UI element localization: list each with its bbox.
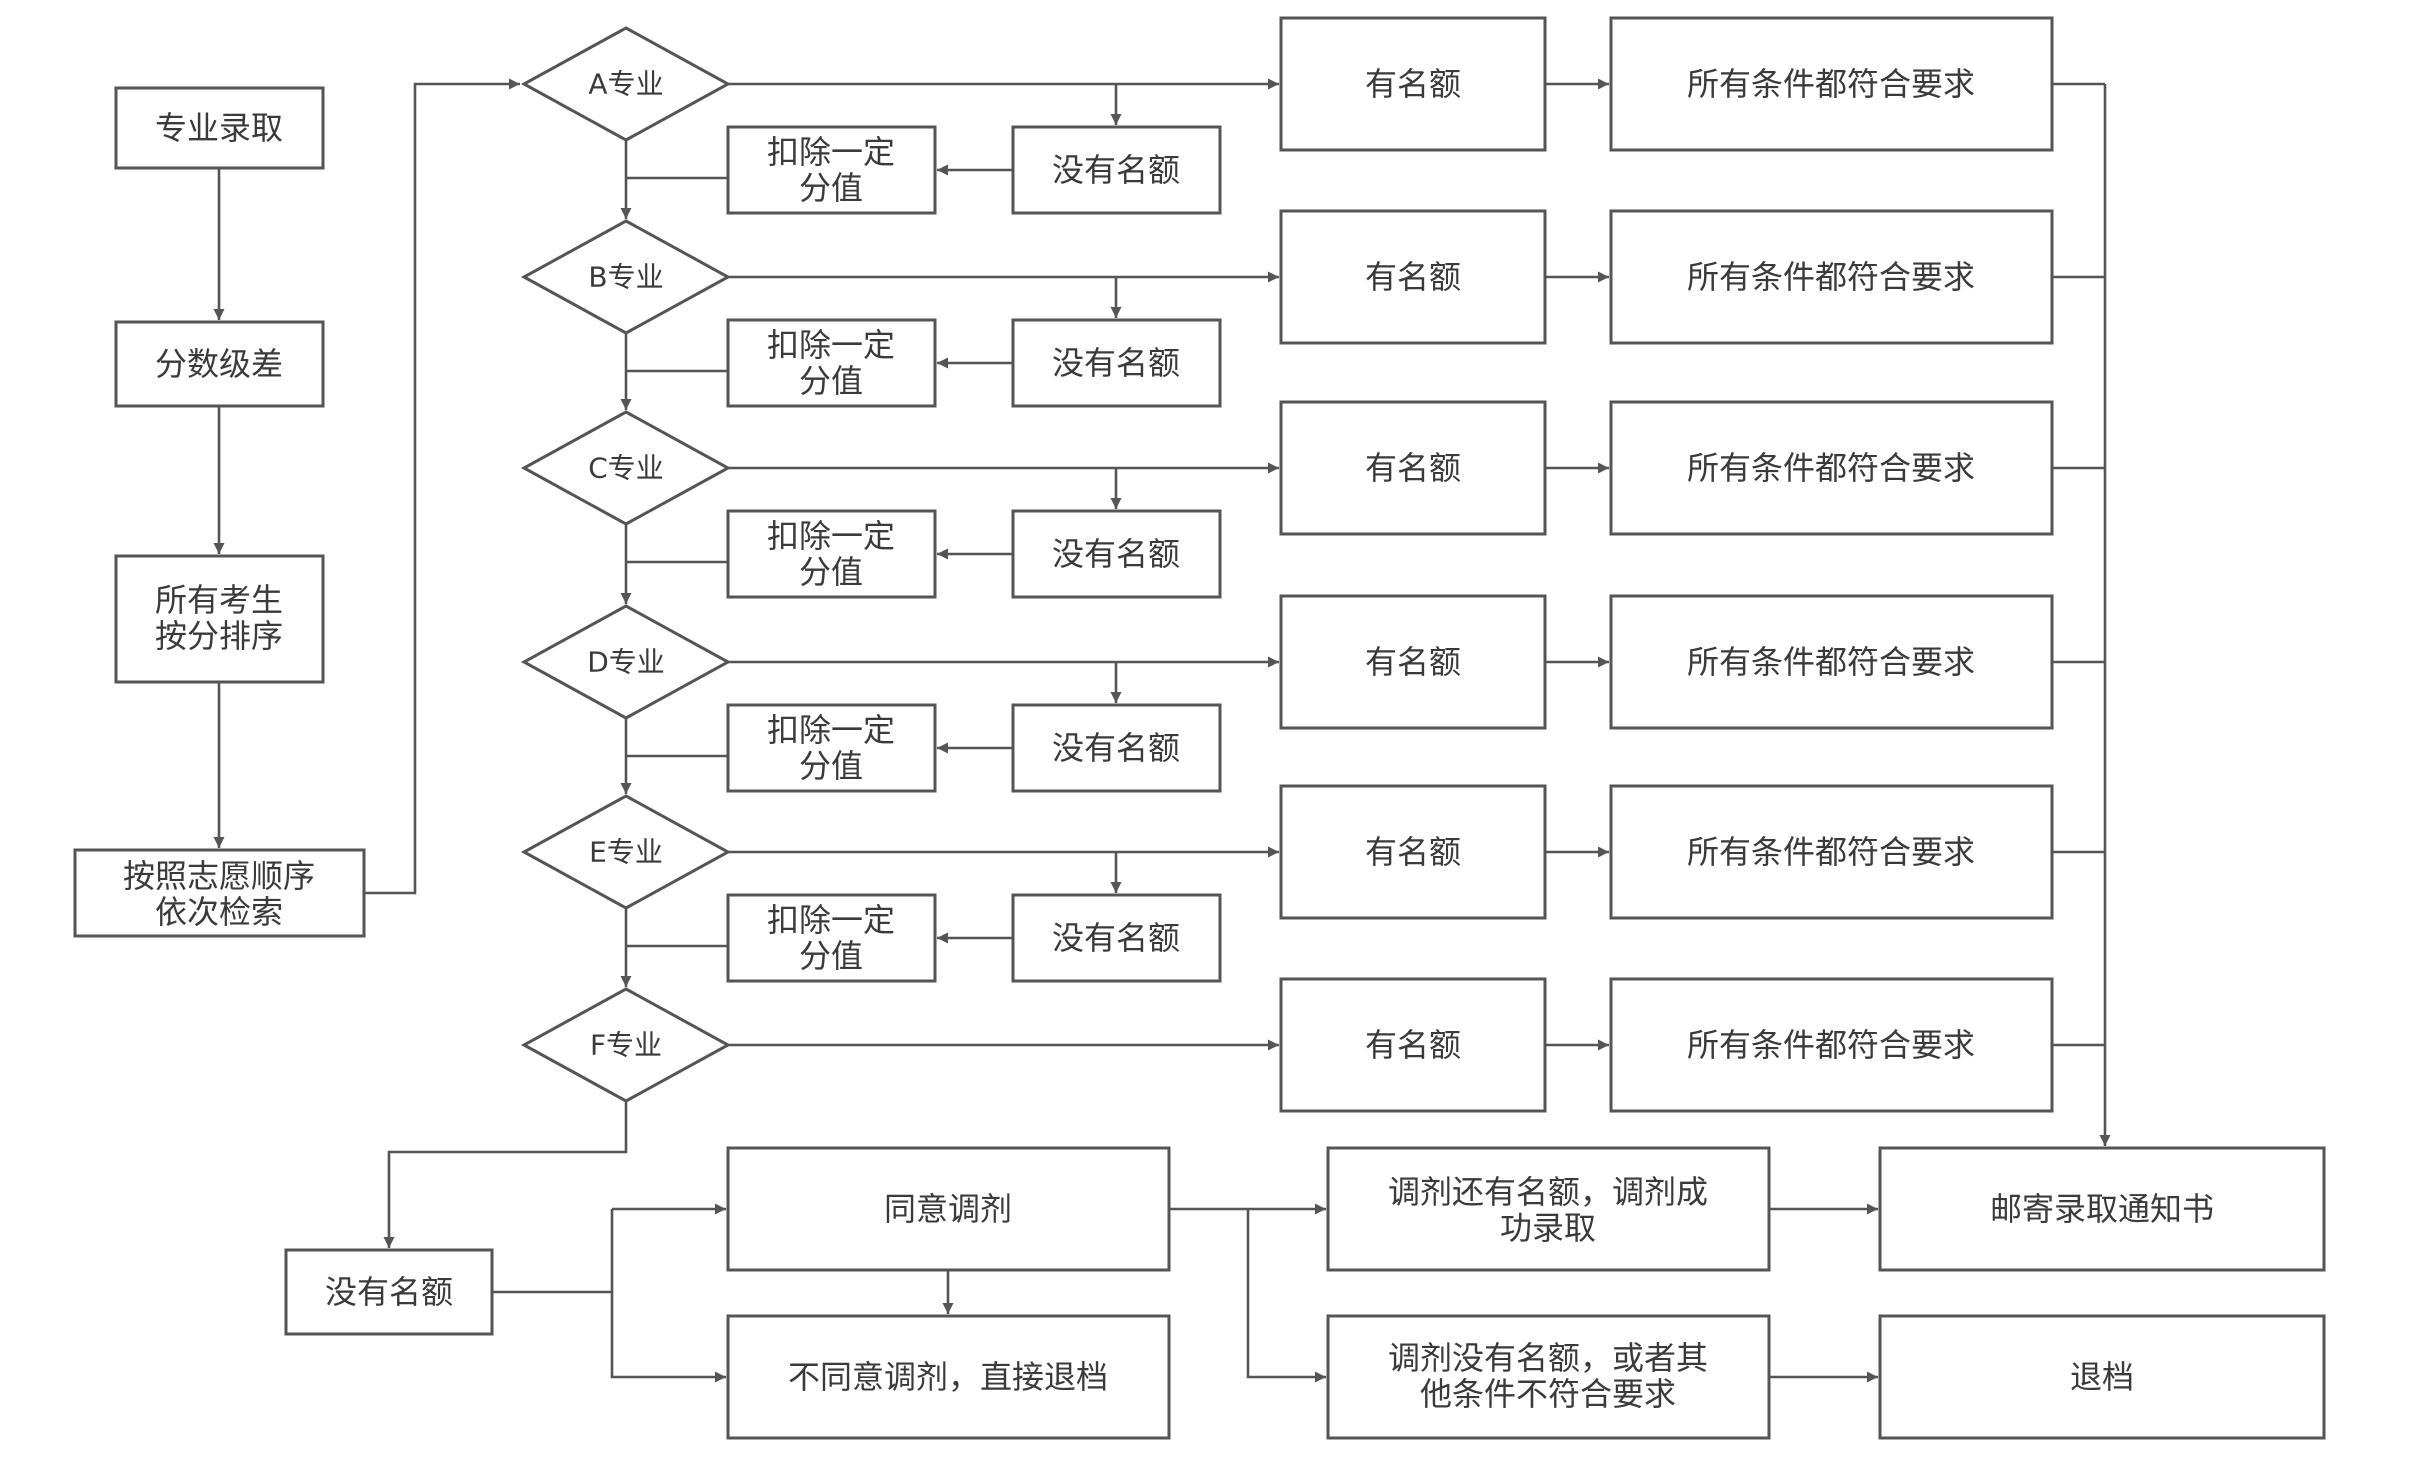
major-decision-label: E专业 [589,836,663,869]
deduct-points-box [726,893,937,983]
no-quota-box [1011,703,1222,793]
requirements-met-box [1609,784,2054,920]
has-quota-box [1279,16,1547,152]
has-quota-label: 有名额 [1365,1026,1461,1064]
adjust-fail-label-line1: 调剂没有名额，或者其 [1388,1339,1708,1377]
arrow-to-disagree-adjust [610,1292,726,1383]
return-file-box [1878,1314,2326,1440]
deduct-points-label-line2: 分值 [799,553,863,591]
deduct-points-label-line1: 扣除一定 [767,711,895,749]
major-decision-label: B专业 [588,261,663,294]
deduct-points-label-line2: 分值 [799,937,863,975]
no-quota-label: 没有名额 [1052,919,1180,957]
bottom-section: 没有名额 同意调剂 不同意调剂，直接退档 调剂还有名额，调剂成 功录取 调剂没有… [284,84,2326,1440]
major-row: F专业 有名额 所有条件都符合要求 [520,977,2105,1113]
deduct-points-label-line1: 扣除一定 [767,517,895,555]
adjust-fail-label-line2: 他条件不符合要求 [1420,1375,1676,1413]
requirements-met-box [1609,16,2054,152]
requirements-met-label: 所有条件都符合要求 [1687,449,1975,487]
score-gap-box [114,320,325,408]
has-quota-label: 有名额 [1365,833,1461,871]
deduct-points-box [726,318,937,408]
requirements-met-label: 所有条件都符合要求 [1687,1026,1975,1064]
requirements-met-label: 所有条件都符合要求 [1687,833,1975,871]
branch-no-quota [492,1209,614,1294]
deduct-points-box [726,703,937,793]
has-quota-box [1279,784,1547,920]
has-quota-label: 有名额 [1365,65,1461,103]
requirements-met-label: 所有条件都符合要求 [1687,65,1975,103]
adjust-fail-box [1326,1314,1771,1440]
deduct-points-label-line1: 扣除一定 [767,326,895,364]
arrow-agree-to-fail [1246,1209,1326,1383]
deduct-points-label-line2: 分值 [799,169,863,207]
deduct-points-box [726,509,937,599]
rank-students-box [114,554,325,684]
requirements-met-box [1609,209,2054,345]
arrow-major-f-to-no-quota [383,1102,628,1248]
major-decision-diamond [520,987,732,1103]
search-by-preference-label-line2: 依次检索 [155,893,283,931]
deduct-points-label-line2: 分值 [799,362,863,400]
major-decision-label: C专业 [588,452,664,485]
deduct-points-label-line1: 扣除一定 [767,901,895,939]
requirements-met-box [1609,400,2054,536]
no-quota-label: 没有名额 [1052,344,1180,382]
rank-students-label-line2: 按分排序 [155,617,283,655]
requirements-met-box [1609,977,2054,1113]
no-quota-final-label: 没有名额 [325,1273,453,1311]
deduct-points-box [726,125,937,215]
major-rows: A专业有名额所有条件都符合要求没有名额扣除一定分值B专业有名额所有条件都符合要求… [520,16,2105,1113]
has-quota-label: 有名额 [1365,258,1461,296]
deduct-points-label-line1: 扣除一定 [767,133,895,171]
agree-adjust-box [726,1146,1171,1272]
has-quota-box [1279,594,1547,730]
mail-notice-label: 邮寄录取通知书 [1990,1190,2214,1228]
no-quota-label: 没有名额 [1052,151,1180,189]
left-column: 专业录取 分数级差 所有考生 按分排序 按照志愿顺序 依次检索 [73,78,520,938]
deduct-points-label-line2: 分值 [799,747,863,785]
no-quota-label: 没有名额 [1052,535,1180,573]
no-quota-label: 没有名额 [1052,729,1180,767]
requirements-met-label: 所有条件都符合要求 [1687,258,1975,296]
adjust-success-label-line1: 调剂还有名额，调剂成 [1388,1173,1708,1211]
arrow-search-to-major-a [364,78,520,895]
major-decision-label: F专业 [590,1029,662,1062]
rank-students-label-line1: 所有考生 [155,581,283,619]
return-file-label: 退档 [2070,1358,2134,1396]
has-quota-box [1279,400,1547,536]
score-gap-label: 分数级差 [155,345,283,383]
major-decision-label: A专业 [588,68,663,101]
major-decision-label: D专业 [587,646,665,679]
disagree-adjust-box [726,1314,1171,1440]
major-admission-label: 专业录取 [155,109,283,147]
adjust-success-label-line2: 功录取 [1500,1209,1596,1247]
agree-adjust-label: 同意调剂 [884,1190,1012,1228]
requirements-met-label: 所有条件都符合要求 [1687,643,1975,681]
no-quota-box [1011,893,1222,983]
major-admission-box [114,86,325,170]
mail-notice-box [1878,1146,2326,1272]
search-by-preference-label-line1: 按照志愿顺序 [123,857,315,895]
has-quota-box [1279,209,1547,345]
no-quota-final-box [284,1248,494,1336]
has-quota-label: 有名额 [1365,643,1461,681]
disagree-adjust-label: 不同意调剂，直接退档 [788,1358,1108,1396]
has-quota-label: 有名额 [1365,449,1461,487]
